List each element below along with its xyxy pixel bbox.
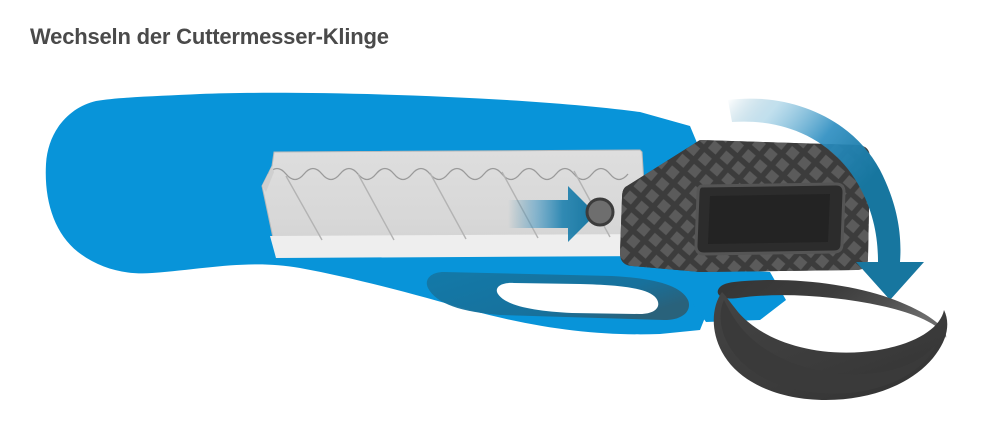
curved-arrow [728, 98, 924, 301]
end-cap-slot [694, 182, 846, 256]
knob[interactable] [585, 197, 615, 227]
end-cap-detached[interactable] [713, 280, 948, 400]
straight-arrow [508, 186, 596, 242]
page-title: Wechseln der Cuttermesser-Klinge [30, 24, 389, 49]
slider-window[interactable] [496, 282, 659, 314]
